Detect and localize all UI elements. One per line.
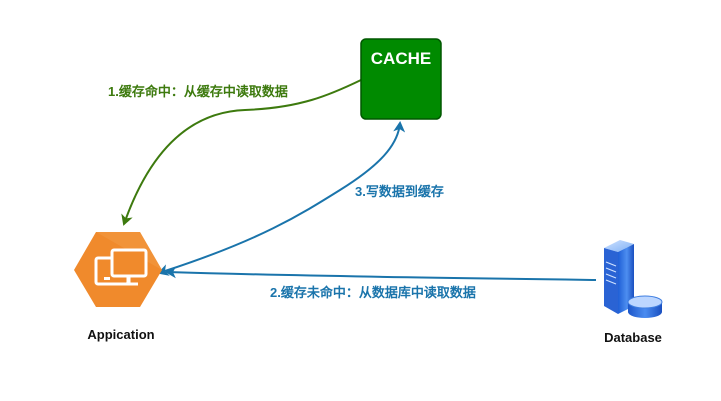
database-server-icon — [604, 240, 634, 314]
edge-cache-miss-label: 2.缓存未命中：从数据库中读取数据 — [270, 285, 476, 300]
cache-label: CACHE — [371, 49, 431, 68]
edge-cache-miss — [165, 266, 597, 281]
database-label: Database — [604, 330, 662, 345]
database-disk-icon — [627, 295, 663, 318]
edge-cache-hit-label: 1.缓存命中：从缓存中读取数据 — [108, 84, 288, 99]
cache-node[interactable]: CACHE — [360, 38, 442, 120]
edge-cache-hit — [121, 79, 362, 226]
edge-write-cache — [157, 121, 406, 276]
application-label: Appication — [87, 327, 154, 342]
computer-icon — [94, 248, 148, 286]
database-node[interactable] — [604, 240, 663, 318]
edge-write-cache-label: 3.写数据到缓存 — [355, 184, 444, 199]
application-node[interactable] — [74, 232, 162, 307]
